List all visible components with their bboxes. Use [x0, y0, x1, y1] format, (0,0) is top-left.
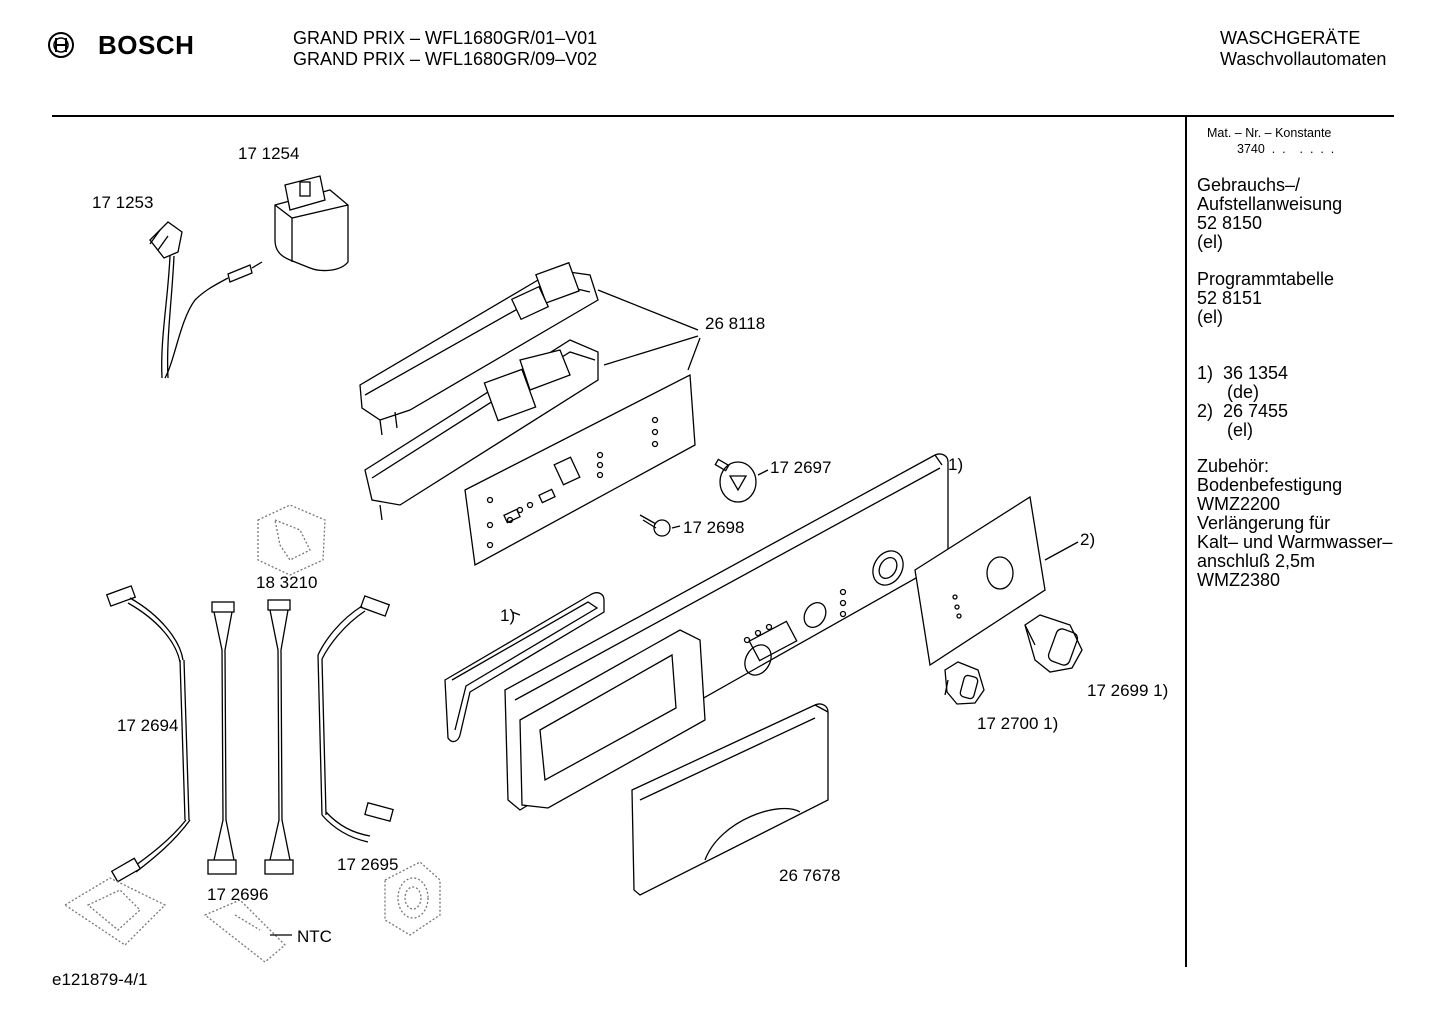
bosch-logo: BOSCH — [46, 28, 194, 62]
shaft-17-2697-drawing — [714, 458, 769, 503]
ntc-sensor-drawing — [203, 899, 286, 963]
control-panel-drawing — [504, 453, 949, 811]
model-line-1: GRAND PRIX – WFL1680GR/01–V01 — [293, 28, 598, 48]
control-module-lower-drawing — [364, 339, 599, 521]
hatched-part-left-drawing — [63, 877, 167, 946]
note-label-1-gasket: 1) — [500, 606, 516, 625]
accessory-line: Verlängerung für — [1197, 513, 1331, 533]
mat-nr-label: Mat. – Nr. – Konstante — [1207, 126, 1332, 140]
note-label-2-front-panel: 2) — [1080, 530, 1096, 549]
power-cord-drawing — [149, 221, 263, 379]
program-line: 52 8151 — [1197, 288, 1263, 308]
part-label-172696: 17 2696 — [207, 885, 269, 904]
knob-17-2699-drawing — [1024, 614, 1083, 673]
part-label-172699: 17 2699 1) — [1087, 681, 1169, 700]
mat-nr-value: 3740 . . . . . . — [1237, 142, 1335, 156]
part-label-171253: 17 1253 — [92, 193, 154, 212]
part-label-172700: 17 2700 1) — [977, 714, 1059, 733]
manual-line: 52 8150 — [1197, 213, 1263, 233]
cable-harness-17-2696-drawing — [207, 599, 294, 875]
accessory-line: anschluß 2,5m — [1197, 551, 1316, 571]
accessories-block: Zubehör: Bodenbefestigung WMZ2200 Verlän… — [1197, 457, 1392, 590]
filter-drawing — [274, 175, 349, 272]
drawer-cover-drawing — [631, 703, 829, 896]
accessory-line: Bodenbefestigung — [1197, 475, 1343, 495]
note-label-1-panel: 1) — [948, 455, 964, 474]
manual-line: (el) — [1197, 232, 1223, 252]
cable-harness-17-2694-drawing — [105, 585, 191, 883]
part-label-172698: 17 2698 — [683, 518, 745, 537]
category-line-1: WASCHGERÄTE — [1220, 28, 1361, 48]
hatched-part-18-3210-drawing — [257, 504, 326, 576]
model-title: GRAND PRIX – WFL1680GR/01–V01 GRAND PRIX… — [293, 28, 597, 70]
part-label-183210: 18 3210 — [256, 573, 318, 592]
category-line-2: Waschvollautomaten — [1220, 49, 1387, 69]
screw-17-2698-drawing — [639, 514, 681, 537]
note-line: (de) — [1197, 382, 1260, 402]
model-line-2: GRAND PRIX – WFL1680GR/09–V02 — [293, 49, 598, 69]
mat-nr-block: Mat. – Nr. – Konstante 3740 . . . . . . — [1207, 125, 1334, 157]
note-line: 1) 36 1354 — [1197, 363, 1289, 383]
manual-line: Gebrauchs–/ — [1197, 175, 1301, 195]
program-line: (el) — [1197, 307, 1223, 327]
program-table-block: Programmtabelle 52 8151 (el) — [1197, 270, 1334, 327]
part-label-267678: 26 7678 — [779, 866, 841, 885]
part-label-268118: 26 8118 — [705, 314, 766, 333]
notes-block: 1) 36 1354 (de) 2) 26 7455 (el) — [1197, 364, 1288, 440]
front-panel-2-drawing — [914, 495, 1079, 667]
cable-harness-17-2695-drawing — [317, 595, 394, 843]
part-label-172697: 17 2697 — [770, 458, 832, 477]
manual-line: Aufstellanweisung — [1197, 194, 1343, 214]
part-label-171254: 17 1254 — [238, 144, 300, 163]
brand-name: BOSCH — [98, 29, 195, 60]
category-title: WASCHGERÄTE Waschvollautomaten — [1220, 28, 1386, 70]
accessory-line: Kalt– und Warmwasser– — [1197, 532, 1393, 552]
note-line: (el) — [1197, 420, 1254, 440]
manual-block: Gebrauchs–/ Aufstellanweisung 52 8150 (e… — [1197, 176, 1342, 252]
note-line: 2) 26 7455 — [1197, 401, 1289, 421]
exploded-parts-diagram — [63, 175, 1083, 963]
control-module-upper-drawing — [359, 261, 599, 436]
sidebar-divider — [1185, 117, 1187, 967]
accessory-line: WMZ2200 — [1197, 494, 1281, 514]
document-id: e121879-4/1 — [52, 970, 148, 989]
part-label-172694: 17 2694 — [117, 716, 179, 735]
circuit-board-drawing — [464, 373, 696, 567]
knob-17-2700-drawing — [944, 661, 985, 705]
accessory-line: Zubehör: — [1197, 456, 1270, 476]
bosch-armature-icon — [48, 32, 74, 58]
hatched-part-right-drawing — [384, 861, 441, 936]
part-label-172695: 17 2695 — [337, 855, 399, 874]
header-divider — [52, 115, 1394, 117]
accessory-line: WMZ2380 — [1197, 570, 1281, 590]
program-line: Programmtabelle — [1197, 269, 1335, 289]
gasket-drawing — [444, 592, 605, 743]
part-label-ntc: NTC — [297, 927, 332, 946]
